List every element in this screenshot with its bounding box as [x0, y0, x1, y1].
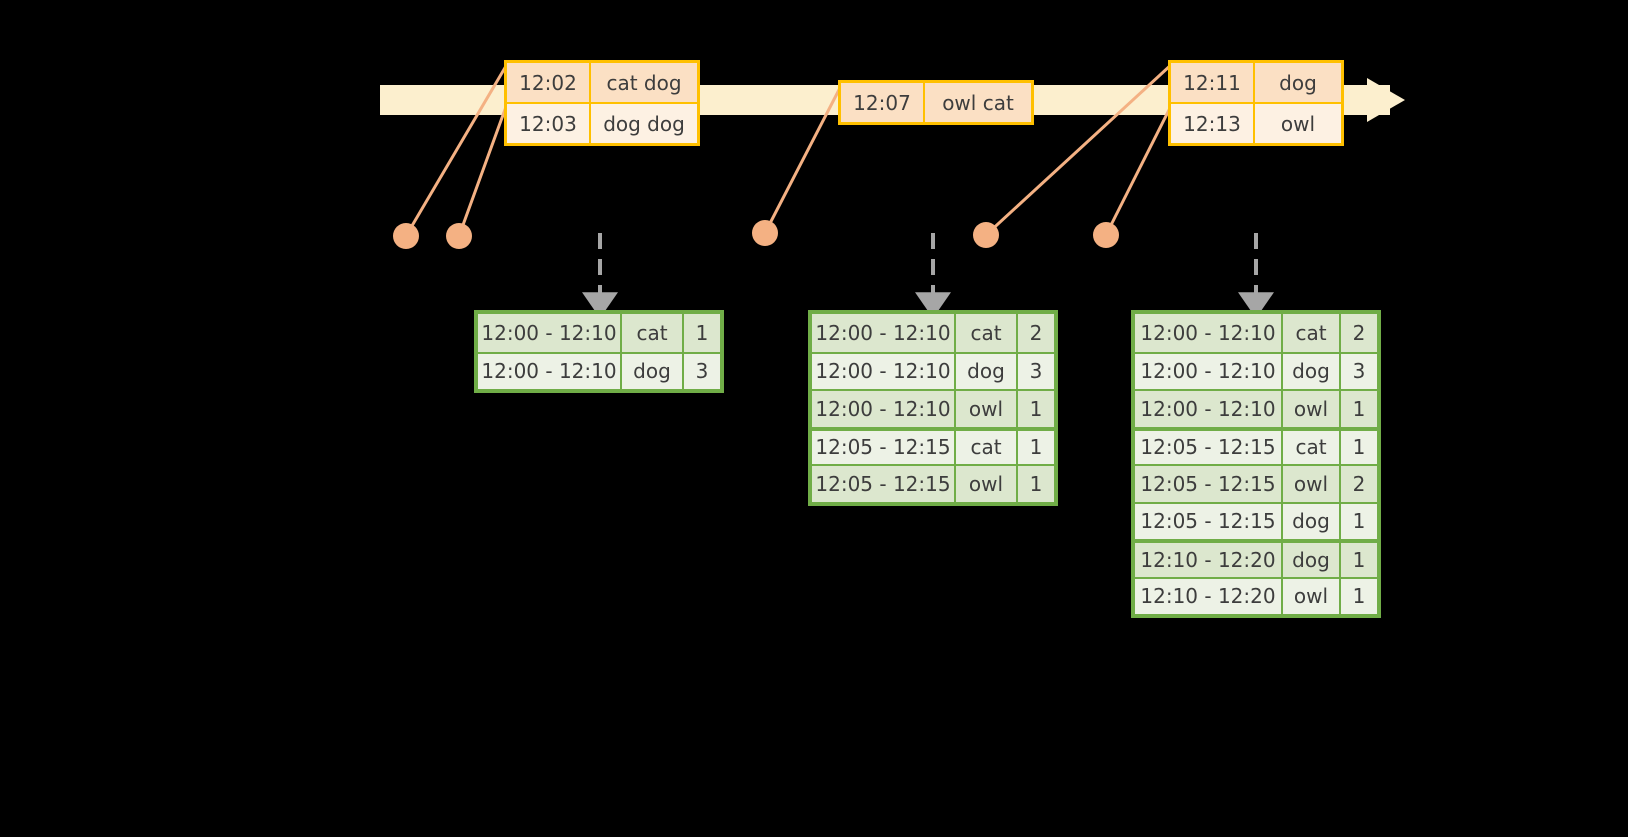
cell-count: 2	[1352, 320, 1366, 345]
cell-count: 1	[1352, 509, 1366, 534]
cell-key: dog	[1283, 543, 1341, 577]
cell-count: 1	[1352, 435, 1366, 460]
cell-key: owl	[1283, 466, 1341, 502]
cell-count: 3	[1352, 359, 1366, 384]
event-value: dog dog	[603, 111, 685, 136]
cell-window: 12:05 - 12:15	[1135, 466, 1283, 502]
event-time: 12:13	[1171, 104, 1255, 143]
event-row: 12:11 dog	[1171, 63, 1341, 102]
event-box-3[interactable]: 12:11 dog 12:13 owl	[1168, 60, 1344, 146]
event-row: 12:07 owl cat	[841, 83, 1031, 122]
cell-key: cat	[956, 314, 1018, 352]
event-dots-group	[393, 220, 1119, 249]
event-time: 12:03	[507, 104, 591, 143]
cell-count: 3	[1029, 359, 1043, 384]
cell-count: 1	[1029, 435, 1043, 460]
cell-window: 12:00 - 12:10	[478, 314, 622, 352]
cell-count: 1	[1352, 584, 1366, 609]
cell-window: 12:00 - 12:10	[812, 314, 956, 352]
event-value: owl cat	[942, 90, 1014, 115]
event-time: 12:02	[507, 63, 591, 102]
cell-window: 12:00 - 12:10	[1135, 314, 1283, 352]
event-box-2[interactable]: 12:07 owl cat	[838, 80, 1034, 125]
cell-count: 2	[1029, 320, 1043, 345]
event-value: owl	[1280, 111, 1316, 136]
cell-window: 12:00 - 12:10	[478, 353, 622, 389]
leader-line	[457, 103, 509, 237]
cell-count: 3	[695, 359, 709, 384]
cell-count: 1	[695, 320, 709, 345]
cell-window: 12:10 - 12:20	[1135, 578, 1283, 614]
cell-key: cat	[1283, 314, 1341, 352]
cell-window: 12:10 - 12:20	[1135, 543, 1283, 577]
leader-line	[1104, 103, 1174, 236]
cell-key: owl	[1283, 578, 1341, 614]
event-value: dog	[1279, 70, 1317, 95]
cell-key: dog	[1283, 353, 1341, 389]
cell-count: 1	[1029, 396, 1043, 421]
event-dot	[393, 223, 419, 249]
cell-window: 12:05 - 12:15	[1135, 503, 1283, 539]
cell-key: cat	[622, 314, 684, 352]
cell-key: cat	[956, 430, 1018, 464]
cell-key: owl	[956, 466, 1018, 502]
cell-key: dog	[1283, 503, 1341, 539]
cell-window: 12:05 - 12:15	[1135, 430, 1283, 464]
event-time: 12:07	[841, 83, 925, 122]
cell-window: 12:00 - 12:10	[1135, 353, 1283, 389]
event-row: 12:02 cat dog	[507, 63, 697, 102]
drop-arrows-group	[582, 233, 1274, 319]
event-row: 12:03 dog dog	[507, 102, 697, 143]
timeline-arrowhead-icon	[1367, 78, 1405, 122]
cell-count: 1	[1029, 471, 1043, 496]
cell-count: 1	[1352, 547, 1366, 572]
event-dot	[752, 220, 778, 246]
cell-window: 12:00 - 12:10	[812, 353, 956, 389]
event-dot	[1093, 222, 1119, 248]
cell-key: owl	[1283, 391, 1341, 427]
cell-window: 12:05 - 12:15	[812, 466, 956, 502]
cell-window: 12:00 - 12:10	[1135, 391, 1283, 427]
event-dot	[446, 223, 472, 249]
event-time: 12:11	[1171, 63, 1255, 102]
cell-key: cat	[1283, 430, 1341, 464]
event-box-1[interactable]: 12:02 cat dog 12:03 dog dog	[504, 60, 700, 146]
cell-count: 2	[1352, 471, 1366, 496]
cell-window: 12:00 - 12:10	[812, 391, 956, 427]
cell-key: dog	[622, 353, 684, 389]
cell-count: 1	[1352, 396, 1366, 421]
cell-window: 12:05 - 12:15	[812, 430, 956, 464]
cell-key: owl	[956, 391, 1018, 427]
event-dot	[973, 222, 999, 248]
cell-key: dog	[956, 353, 1018, 389]
event-value: cat dog	[606, 70, 682, 95]
event-row: 12:13 owl	[1171, 102, 1341, 143]
